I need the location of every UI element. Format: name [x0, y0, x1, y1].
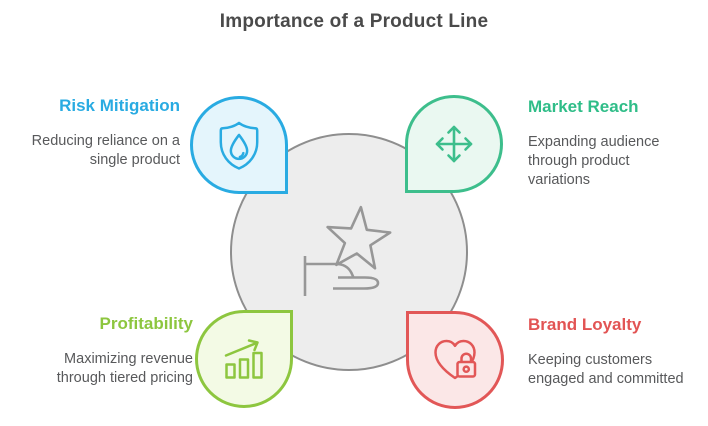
market-reach-description: Expanding audience through product varia… [528, 134, 660, 188]
brand-loyalty-badge [406, 311, 504, 409]
profitability-heading: Profitability [99, 314, 193, 333]
heart-lock-icon [430, 336, 480, 384]
hand-star-icon [294, 198, 404, 308]
page-title: Importance of a Product Line [219, 11, 489, 32]
market-reach-badge [405, 95, 503, 193]
hand-thumb [305, 262, 355, 279]
risk-mitigation-text: Risk Mitigation Reducing reliance on a s… [2, 96, 180, 170]
growth-chart-icon [220, 335, 268, 383]
star-shape [326, 205, 392, 270]
profitability-text: Profitability Maximizing revenue through… [15, 314, 193, 388]
risk-mitigation-badge [190, 96, 288, 194]
risk-mitigation-description: Reducing reliance on a single product [31, 133, 180, 168]
profitability-badge [195, 310, 293, 408]
brand-loyalty-heading: Brand Loyalty [528, 315, 642, 334]
profitability-description: Maximizing revenue through tiered pricin… [56, 351, 193, 386]
brand-loyalty-text: Brand Loyalty Keeping customers engaged … [528, 315, 706, 389]
brand-loyalty-description: Keeping customers engaged and committed [528, 352, 684, 387]
market-reach-heading: Market Reach [528, 97, 639, 116]
market-reach-text: Market Reach Expanding audience through … [528, 97, 706, 190]
risk-mitigation-heading: Risk Mitigation [59, 96, 180, 115]
hand-fingers [333, 276, 380, 290]
shield-droplet-icon [216, 119, 262, 171]
move-arrows-icon [430, 120, 478, 168]
